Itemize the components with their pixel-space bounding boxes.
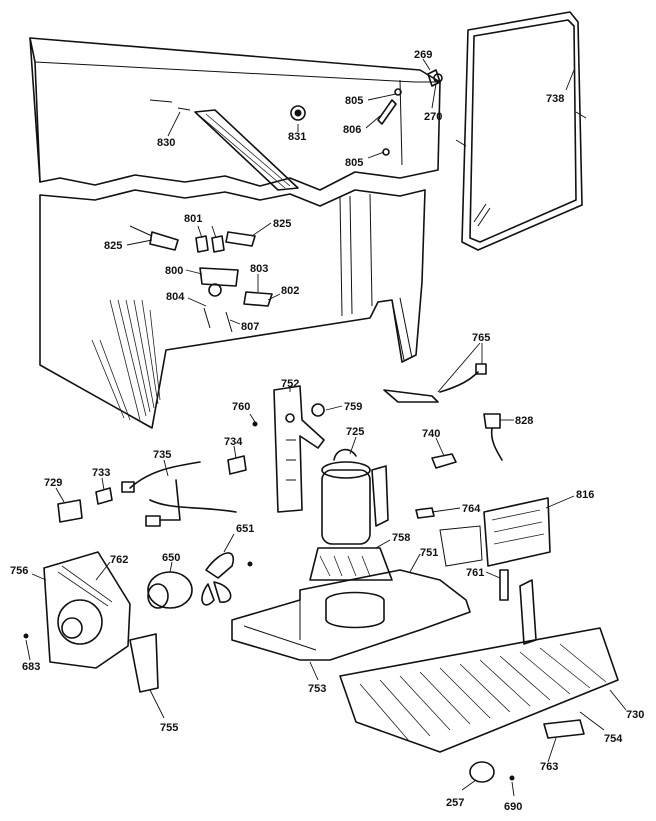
- callout-labels: 269 270 805 806 805 831 830 738 801 825 …: [10, 49, 644, 813]
- callout-269-text: 269: [414, 49, 432, 61]
- callout-816-text: 816: [576, 489, 594, 501]
- callout-683-text: 683: [22, 661, 40, 673]
- callout-765-text: 765: [472, 332, 490, 344]
- door-gasket: [455, 11, 587, 251]
- fan-motor-650: [147, 571, 193, 609]
- callout-758-text: 758: [392, 532, 410, 544]
- callout-740-text: 740: [422, 428, 440, 440]
- callout-270-text: 270: [424, 111, 442, 123]
- condenser-coil-730: [339, 579, 619, 753]
- callout-825-left-text: 825: [104, 240, 122, 252]
- screw-690: [509, 775, 515, 781]
- clip-761: [499, 569, 509, 601]
- plug-257: [469, 761, 495, 783]
- callout-828-text: 828: [515, 415, 533, 427]
- callout-733-text: 733: [92, 467, 110, 479]
- callout-756-text: 756: [10, 565, 28, 577]
- callout-804-text: 804: [166, 291, 185, 303]
- callout-651-text: 651: [236, 523, 254, 535]
- callout-690-text: 690: [504, 801, 522, 813]
- relay-733: [95, 487, 113, 505]
- control-board-816: [415, 497, 551, 567]
- callout-805-bottom-text: 805: [345, 157, 363, 169]
- fan-blade-651: [201, 552, 253, 606]
- cabinet-top: [29, 37, 441, 191]
- relay-740: [431, 453, 457, 469]
- callout-751-text: 751: [420, 547, 438, 559]
- callout-761-text: 761: [466, 567, 484, 579]
- bracket-763: [543, 719, 585, 739]
- cabinet-bottom: [39, 189, 426, 429]
- screw-760: [252, 421, 258, 427]
- callout-800-text: 800: [165, 265, 183, 277]
- callout-752-text: 752: [281, 378, 299, 390]
- heater-828: [483, 413, 503, 461]
- base-pan-751: [231, 569, 471, 661]
- defrost-harness: [383, 363, 487, 403]
- callout-763-text: 763: [540, 761, 558, 773]
- callout-825-right-text: 825: [273, 218, 291, 230]
- callout-807-text: 807: [241, 321, 259, 333]
- callout-760-text: 760: [232, 401, 250, 413]
- callout-729-text: 729: [44, 477, 62, 489]
- callout-759-text: 759: [344, 401, 362, 413]
- baffle-755: [129, 633, 159, 693]
- callout-806-text: 806: [343, 124, 361, 136]
- callout-730-text: 730: [626, 709, 644, 721]
- grommet-759: [311, 403, 325, 417]
- callout-830-text: 830: [157, 137, 175, 149]
- bracket-752: [273, 385, 325, 513]
- callout-802-text: 802: [281, 285, 299, 297]
- callout-753-text: 753: [308, 683, 326, 695]
- callout-734-text: 734: [224, 436, 243, 448]
- overload-734: [227, 455, 247, 475]
- capacitor-729: [57, 499, 83, 523]
- callout-764-text: 764: [462, 503, 481, 515]
- compressor-725: [309, 448, 393, 581]
- callout-805-top-text: 805: [345, 95, 363, 107]
- callout-803-text: 803: [250, 263, 268, 275]
- callout-762-text: 762: [110, 554, 128, 566]
- fan-shroud-756: [43, 551, 131, 669]
- callout-738-text: 738: [546, 93, 564, 105]
- callout-725-text: 725: [346, 426, 364, 438]
- callout-257-text: 257: [446, 797, 464, 809]
- callout-755-text: 755: [160, 722, 178, 734]
- screw-683: [23, 633, 29, 639]
- callout-650-text: 650: [162, 552, 180, 564]
- callout-801-text: 801: [184, 213, 202, 225]
- callout-831-text: 831: [288, 131, 306, 143]
- callout-754-text: 754: [604, 733, 623, 745]
- callout-735-text: 735: [153, 449, 171, 461]
- wiring-735: [121, 461, 237, 527]
